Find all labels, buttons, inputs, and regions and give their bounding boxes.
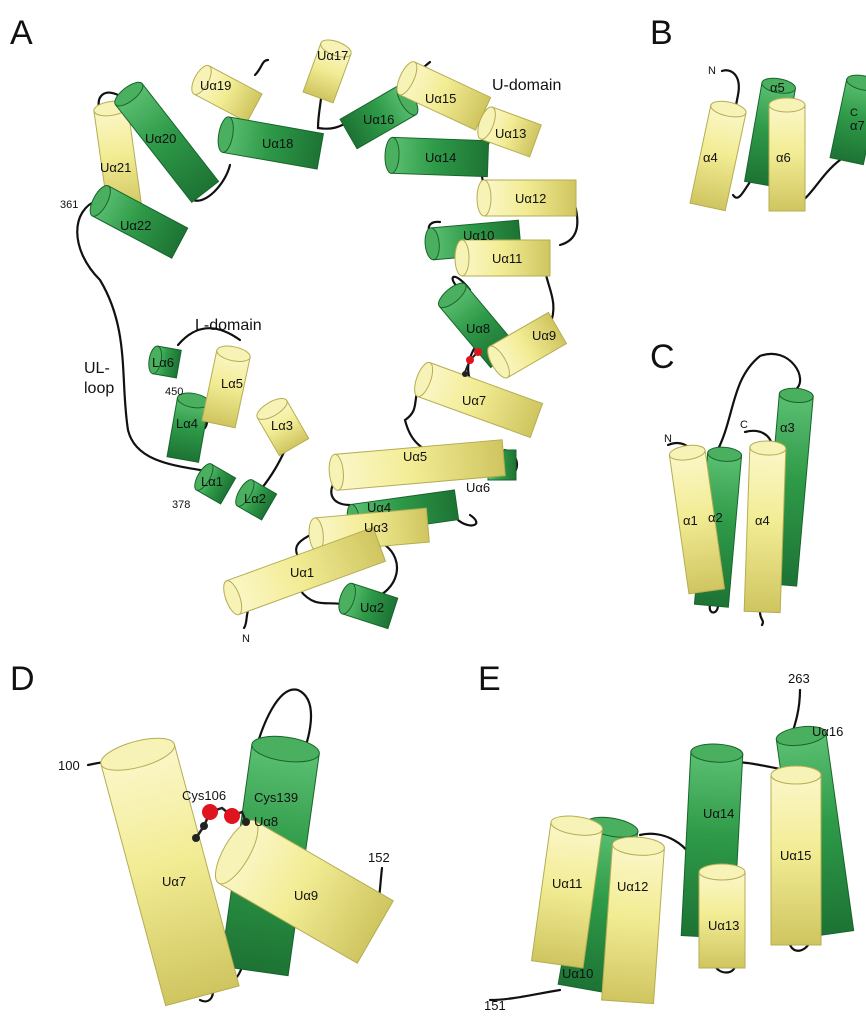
helix-label: α4	[703, 150, 718, 165]
ul-loop-label-line2: loop	[84, 380, 114, 397]
loop	[458, 515, 476, 525]
helix-label: α3	[780, 420, 795, 435]
helix-label: Uα15	[780, 848, 811, 863]
c-terminus-label: C	[740, 419, 748, 431]
loop	[300, 590, 345, 605]
helix-label: Uα11	[552, 876, 582, 891]
panel-letter-e: E	[478, 660, 501, 698]
helix-label: Uα18	[262, 136, 293, 151]
helix-label: α6	[776, 150, 791, 165]
helix-label: Uα1	[290, 565, 314, 580]
residue-number: 263	[788, 671, 810, 686]
u-domain-label: U-domain	[492, 77, 561, 94]
residue-number: 100	[58, 758, 80, 773]
panel-letter-c: C	[650, 338, 675, 376]
helix-label: Lα4	[176, 416, 198, 431]
helix-u-alpha-12	[602, 835, 665, 1003]
residue-number: 450	[165, 386, 183, 398]
helix-label: Lα5	[221, 376, 243, 391]
helix-label: Uα13	[495, 126, 526, 141]
panel-c: N C α1 α2 α3 α4	[664, 354, 814, 625]
helix-label: Lα3	[271, 418, 293, 433]
loop	[255, 60, 268, 75]
residue-number: 378	[172, 499, 190, 511]
n-terminus-label: N	[242, 633, 250, 645]
helix-label: α1	[683, 513, 698, 528]
helix-label: Uα3	[364, 520, 388, 535]
loop	[760, 612, 763, 625]
n-terminus-label: N	[664, 433, 672, 445]
helix-label: α2	[708, 510, 723, 525]
helix-label: Uα20	[145, 131, 176, 146]
helix-label: Uα9	[294, 888, 318, 903]
helix-label: Uα6	[466, 480, 490, 495]
helix-label: α7	[850, 118, 865, 133]
helix-label: Uα11	[492, 251, 522, 266]
helix-label: Uα7	[162, 874, 186, 889]
helix-label: Uα10	[463, 228, 494, 243]
helix-label: Uα22	[120, 218, 151, 233]
cys106-label: Cys106	[182, 788, 226, 803]
loop	[262, 450, 285, 488]
panel-letter-a: A	[10, 14, 33, 52]
helix-label: Uα14	[425, 150, 456, 165]
helix-label: Uα4	[367, 500, 391, 515]
loop	[790, 945, 808, 951]
helix-label: Uα21	[100, 160, 131, 175]
l-domain-label: L-domain	[195, 317, 262, 334]
helix-u-alpha-13	[699, 864, 745, 968]
helix-alpha-4	[690, 99, 747, 211]
residue-number: 151	[484, 998, 506, 1013]
helix-label: Uα2	[360, 600, 384, 615]
helix-label: Uα19	[200, 78, 231, 93]
helix-label: Uα12	[617, 879, 648, 894]
residue-number: 361	[60, 199, 78, 211]
helix-label: Lα1	[201, 474, 223, 489]
helix-label: Uα16	[363, 112, 394, 127]
n-terminus-label: N	[708, 65, 716, 77]
helix-label: Uα14	[703, 806, 734, 821]
panel-e: 263 151 Uα11 Uα12 Uα13 Uα14 Uα15 Uα16 Uα…	[484, 671, 854, 1013]
ul-loop-label-line1: UL-	[84, 360, 110, 377]
helix-u-alpha-17	[303, 37, 353, 103]
helix-label: Uα17	[317, 48, 348, 63]
helix-label: Uα9	[532, 328, 556, 343]
helix-label: α4	[755, 513, 770, 528]
cys139-label: Cys139	[254, 790, 298, 805]
residue-number: 152	[368, 850, 390, 865]
panel-a: Uα21 Uα20 Uα22 Uα19 Uα18 Uα17 Uα16 Uα15 …	[60, 37, 577, 645]
panel-d: 100 152 Cys106 Cys139 Uα7 Uα8 Uα9	[58, 690, 393, 1006]
helix-label: Uα16	[812, 724, 843, 739]
panel-letter-b: B	[650, 14, 673, 52]
panel-b: N C α4 α5 α6 α7	[690, 65, 866, 211]
helix-label: Uα12	[515, 191, 546, 206]
helix-label: Uα13	[708, 918, 739, 933]
helix-label: Lα6	[152, 355, 174, 370]
helix-label: Uα8	[254, 814, 278, 829]
helix-label: α5	[770, 80, 785, 95]
helix-label: Uα8	[466, 321, 490, 336]
helix-label: Uα5	[403, 449, 427, 464]
panel-letter-d: D	[10, 660, 35, 698]
helix-label: Uα10	[562, 966, 593, 981]
helix-label: Uα15	[425, 91, 456, 106]
helix-label: Uα7	[462, 393, 486, 408]
helix-label: Lα2	[244, 491, 266, 506]
